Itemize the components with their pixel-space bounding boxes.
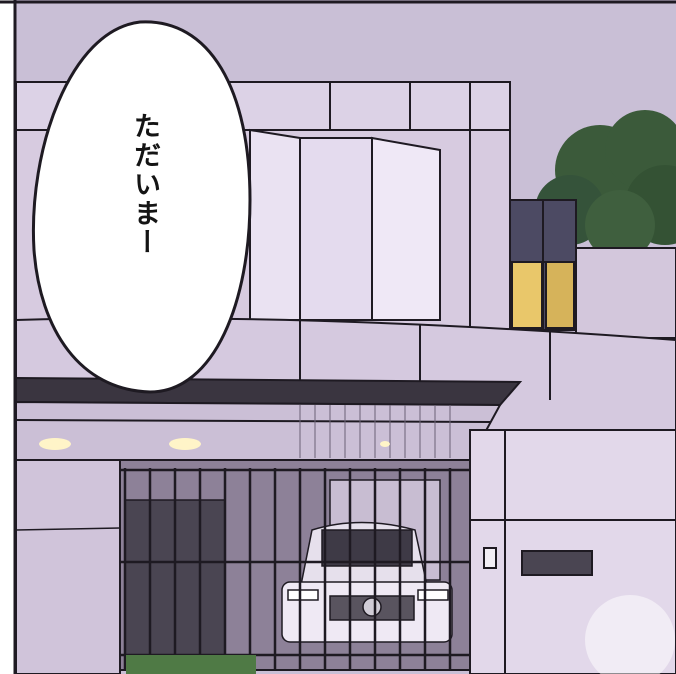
- carport-roof: [15, 376, 523, 461]
- carport-slats: [299, 405, 451, 458]
- ceiling-lights: [39, 438, 390, 450]
- gate: [120, 468, 470, 670]
- hedge: [126, 655, 256, 674]
- left-wall: [15, 459, 121, 674]
- entrance-glow: [585, 595, 675, 674]
- speech-bubble-text: ただいまー: [129, 112, 160, 257]
- panel-left-border: [0, 0, 14, 674]
- speech-bubble: [31, 20, 252, 394]
- tree: [535, 110, 676, 260]
- right-wall: [575, 247, 676, 339]
- lit-window: [509, 199, 577, 331]
